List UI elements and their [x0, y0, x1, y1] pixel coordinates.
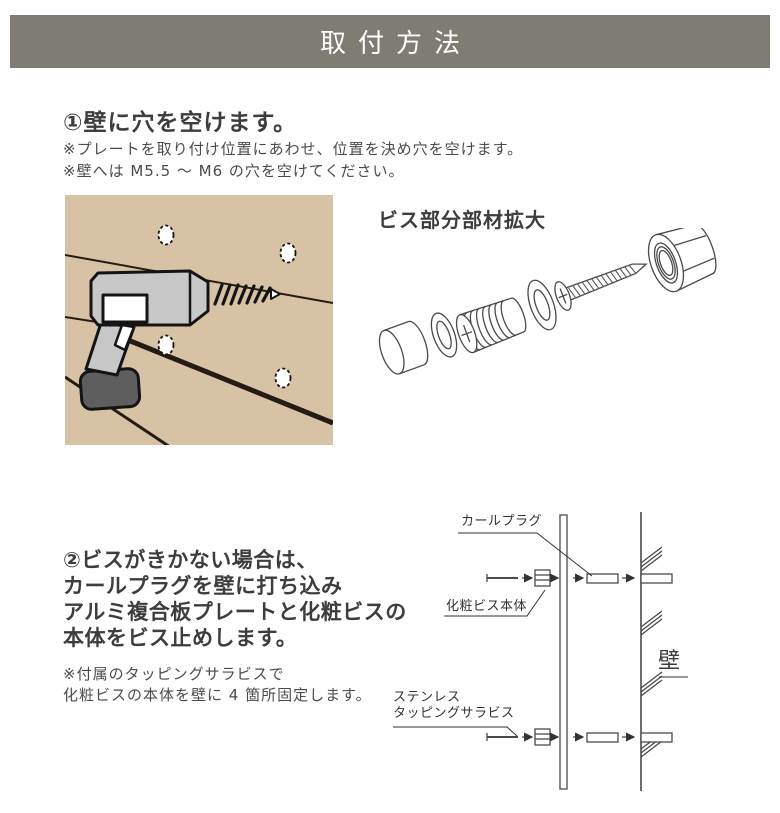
drill-label-plate — [101, 293, 149, 324]
washer-icon — [430, 312, 458, 358]
screw-body-leader-line — [444, 589, 546, 617]
assembly-row-bottom — [486, 728, 673, 746]
screw-body-side-icon — [534, 569, 551, 587]
screw-body-icon — [455, 297, 527, 354]
tapping-screw-label: ステンレス タッピングサラビス — [393, 690, 515, 722]
leader-lines — [393, 532, 688, 737]
step1-note-2: ※壁へは M5.5 ～ M6 の穴を空けてください。 — [63, 162, 405, 180]
screw-hole-icon — [157, 334, 175, 356]
phillips-cross-icon — [461, 324, 473, 343]
tapping-screw-side-icon — [486, 574, 518, 582]
screw-hole-icon — [274, 367, 292, 389]
drill-wall-illustration — [65, 195, 333, 445]
page-title: 取付方法 — [319, 29, 472, 59]
cap-icon — [378, 320, 429, 375]
drill-icon — [78, 269, 281, 411]
step2-note-1: ※付属のタッピングサラビスで — [63, 665, 285, 683]
title-bar: 取付方法 — [10, 15, 770, 68]
nut-icon — [647, 228, 717, 293]
curl-plug-label: カールプラグ — [461, 514, 543, 529]
step2-heading-line-2: カールプラグを壁に打ち込み — [63, 574, 343, 598]
screw-hole-icon — [157, 224, 175, 246]
step2-heading-line-1: ②ビスがきかない場合は、 — [63, 548, 318, 572]
screw-hole-icons — [157, 224, 297, 389]
curl-plug-icon — [586, 573, 619, 584]
screw-body-side-icon — [534, 728, 551, 746]
step1-heading: ①壁に穴を空けます。 — [63, 110, 298, 136]
tapping-screw-label-line-2: タッピングサラビス — [393, 706, 515, 721]
step2-note-2: 化粧ビスの本体を壁に 4 箇所固定します。 — [63, 686, 372, 704]
wall-hatch-mark — [640, 610, 663, 636]
drill-bit-tip — [270, 288, 281, 300]
curl-plug-in-wall-icon — [640, 732, 673, 743]
tapping-screw-side-icon — [486, 733, 518, 741]
curl-plug-leader-line — [458, 532, 593, 577]
assembly-row-top — [486, 569, 673, 587]
drill-bit — [213, 283, 281, 306]
wall-hatch-mark — [640, 546, 663, 572]
curl-plug-in-wall-icon — [640, 573, 673, 584]
curl-plug-icon — [586, 732, 619, 743]
step2-heading-line-3: アルミ複合板プレートと化粧ビスの — [63, 600, 407, 624]
step2-heading-line-4: 本体をビス止めします。 — [63, 626, 298, 650]
wall-mounting-diagram — [393, 512, 688, 791]
tapping-screw-icon — [554, 263, 648, 311]
exploded-parts-diagram — [378, 228, 717, 375]
tapping-screw-label-line-1: ステンレス — [393, 690, 461, 705]
step1-note-1: ※プレートを取り付け位置にあわせ、位置を決め穴を空けます。 — [63, 140, 524, 158]
tapping-screw-leader-line — [393, 726, 518, 737]
step2-heading: ②ビスがきかない場合は、 カールプラグを壁に打ち込み アルミ複合板プレートと化粧… — [63, 547, 407, 651]
screw-hole-icon — [279, 242, 297, 264]
washer-icon — [527, 279, 557, 331]
wall-label: 壁 — [658, 649, 681, 674]
plate-cross-section — [559, 514, 568, 790]
exploded-view-label: ビス部分部材拡大 — [378, 208, 546, 232]
wall-hatch-mark — [640, 671, 663, 697]
screw-body-label: 化粧ビス本体 — [446, 599, 528, 614]
phillips-cross-icon — [558, 288, 568, 304]
